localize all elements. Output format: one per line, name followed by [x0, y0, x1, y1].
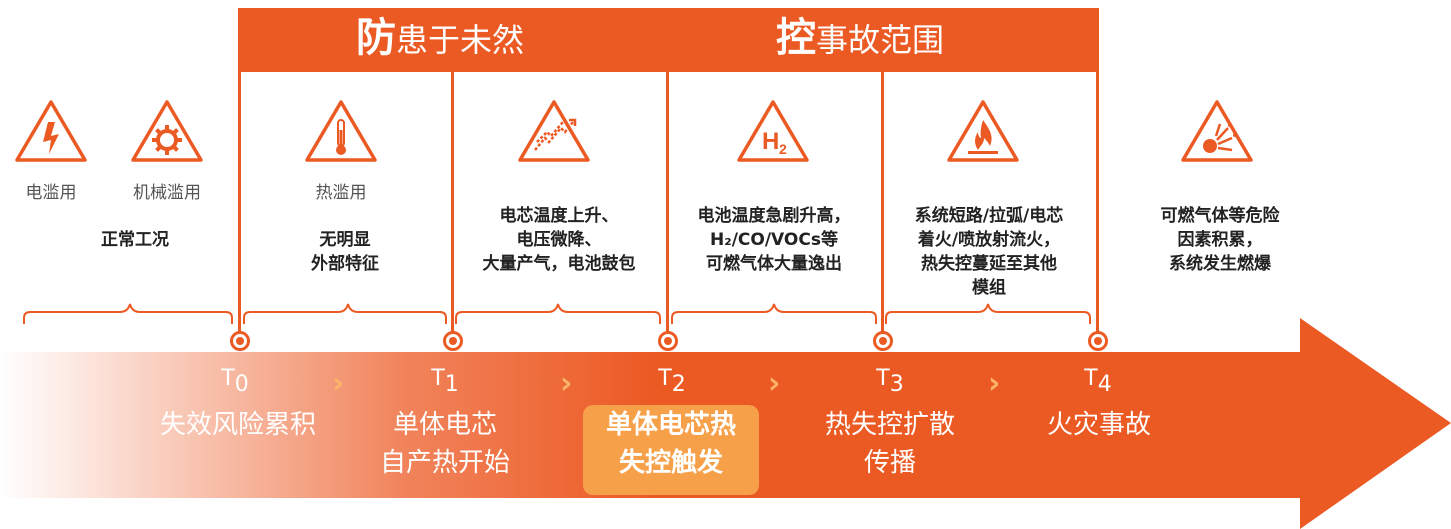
- timeline-marker: [1088, 331, 1108, 351]
- stage-label-t2: T2: [658, 366, 686, 397]
- temperature-rise-icon: [518, 100, 590, 162]
- stage-braces: [23, 303, 1091, 324]
- top-banner: 防患于未然 控事故范围: [238, 8, 1099, 72]
- timeline-marker: [443, 331, 463, 351]
- desc-normal: 正常工况: [101, 230, 169, 250]
- timeline-marker: [658, 331, 678, 351]
- frame-divider: [666, 70, 669, 335]
- icon-label-mechanical-abuse: 机械滥用: [133, 183, 201, 203]
- desc-t0: 无明显外部特征: [311, 230, 379, 274]
- stage-label-t4: T4: [1084, 366, 1112, 397]
- frame-divider: [1096, 70, 1099, 335]
- stage-label-t1: T1: [431, 366, 459, 397]
- timeline-marker: [873, 331, 893, 351]
- stage-name-t1: 单体电芯自产热开始: [379, 410, 510, 478]
- icon-label-thermal-abuse: 热滥用: [315, 183, 367, 203]
- chevron-right-icon: ›: [768, 366, 781, 401]
- icon-label-electric-abuse: 电滥用: [25, 183, 77, 203]
- thermal-abuse-icon: [305, 100, 377, 162]
- svg-text:2: 2: [779, 141, 787, 157]
- stage-name-t3: 热失控扩散传播: [824, 410, 955, 478]
- frame-divider: [881, 70, 884, 335]
- stage-name-t0: 失效风险累积: [159, 410, 316, 440]
- chevron-right-icon: ›: [988, 366, 1001, 401]
- explosion-icon: [1181, 100, 1253, 162]
- banner-title-prevent: 防患于未然: [356, 15, 525, 61]
- stage-name-t2: 单体电芯热失控触发: [605, 410, 736, 478]
- chevron-right-icon: ›: [560, 366, 573, 401]
- frame-divider: [451, 70, 454, 335]
- stage-name-t4: 火灾事故: [1046, 410, 1151, 440]
- desc-t2: 电池温度急剧升高，H₂/CO/VOCs等可燃气体大量逸出: [697, 206, 851, 274]
- banner-title-control: 控事故范围: [776, 15, 945, 61]
- stage-label-t0: T0: [221, 366, 249, 397]
- electric-abuse-icon: [15, 100, 87, 162]
- stage-label-t3: T3: [876, 366, 904, 397]
- chevron-right-icon: ›: [332, 366, 345, 401]
- highlight-box: [583, 405, 759, 495]
- svg-text:H: H: [762, 128, 779, 155]
- hydrogen-icon: H 2: [737, 100, 809, 162]
- mechanical-abuse-icon: [131, 100, 203, 162]
- desc-t3: 系统短路/拉弧/电芯着火/喷放射流火，热失控蔓延至其他模组: [914, 206, 1064, 298]
- desc-t1: 电芯温度上升、电压微降、大量产气，电池鼓包: [482, 206, 636, 274]
- fire-icon: [947, 100, 1019, 162]
- timeline-marker: [230, 331, 250, 351]
- desc-t4: 可燃气体等危险因素积累，系统发生燃爆: [1160, 206, 1280, 274]
- frame-divider: [238, 70, 241, 335]
